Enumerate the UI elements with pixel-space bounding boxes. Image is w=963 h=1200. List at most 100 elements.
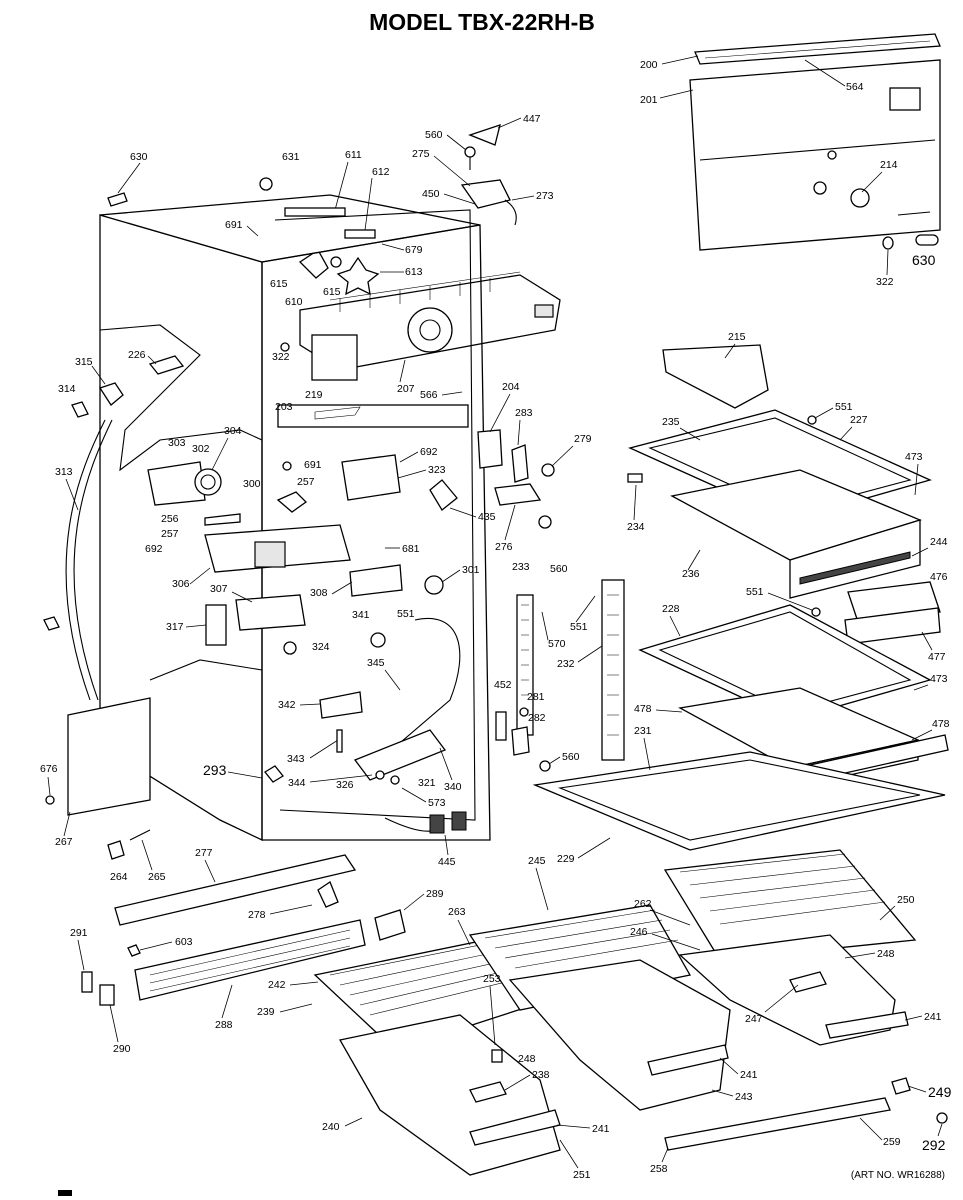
callout-label: 445	[438, 856, 456, 868]
callout-label: 279	[574, 433, 592, 445]
callout-label: 343	[287, 753, 305, 765]
callout-label: 290	[113, 1043, 131, 1055]
callout-label: 251	[573, 1169, 591, 1181]
callout-label: 289	[426, 888, 444, 900]
callout-label: 262	[634, 898, 652, 910]
callout-label: 551	[835, 401, 853, 413]
callout-label: 219	[305, 389, 323, 401]
callout-label: 204	[502, 381, 520, 393]
callout-label: 264	[110, 871, 128, 883]
callout-label: 282	[528, 712, 546, 724]
callout-label: 248	[518, 1053, 536, 1065]
callout-label: 302	[192, 443, 210, 455]
callout-label: 276	[495, 541, 513, 553]
shelf-rails	[495, 579, 625, 772]
callout-label: 301	[462, 564, 480, 576]
callout-label: 300	[243, 478, 261, 490]
callout-label: 304	[224, 425, 242, 437]
callout-label: 242	[268, 979, 286, 991]
callout-label: 291	[70, 927, 88, 939]
callout-label: 692	[145, 543, 163, 555]
base-parts	[81, 829, 406, 1006]
callout-label: 245	[528, 855, 546, 867]
callout-label: 691	[225, 219, 243, 231]
drain-tube	[43, 355, 185, 805]
callout-label: 238	[532, 1069, 550, 1081]
callout-label: 447	[523, 113, 541, 125]
callout-label: 240	[322, 1121, 340, 1133]
callout-label: 551	[746, 586, 764, 598]
callout-label: 676	[40, 763, 58, 775]
callout-label: 253	[483, 973, 501, 985]
callout-label: 288	[215, 1019, 233, 1031]
callout-label: 214	[880, 159, 898, 171]
callout-label: 566	[420, 389, 438, 401]
callout-label: 326	[336, 779, 354, 791]
callout-label: 630	[130, 151, 148, 163]
callout-label: 345	[367, 657, 385, 669]
callout-label: 292	[922, 1137, 946, 1153]
callout-label: 615	[323, 286, 341, 298]
callout-label: 317	[166, 621, 184, 633]
callout-label: 239	[257, 1006, 275, 1018]
callout-label: 275	[412, 148, 430, 160]
callout-label: 340	[444, 781, 462, 793]
callout-label: 435	[478, 511, 496, 523]
callout-label: 308	[310, 587, 328, 599]
callout-label: 631	[282, 151, 300, 163]
hinge-brackets	[477, 429, 555, 529]
art-number: (ART NO. WR16288)	[851, 1170, 945, 1181]
callout-label: 233	[512, 561, 530, 573]
top-liner-panel	[689, 33, 941, 251]
crisper-drawers	[313, 849, 917, 1176]
callout-label: 249	[928, 1084, 952, 1100]
callout-label: 241	[592, 1123, 610, 1135]
callout-label: 341	[352, 609, 370, 621]
callout-label: 256	[161, 513, 179, 525]
control-panel-parts	[147, 461, 351, 655]
callout-label: 313	[55, 466, 73, 478]
callout-label: 235	[662, 416, 680, 428]
callout-label: 229	[557, 853, 575, 865]
callout-label: 273	[536, 190, 554, 202]
callout-label: 226	[128, 349, 146, 361]
cabinet-inner-parts	[264, 404, 469, 834]
callout-label: 611	[345, 149, 362, 161]
callout-label: 293	[203, 762, 227, 778]
callout-label: 321	[418, 777, 436, 789]
callout-label: 691	[304, 459, 322, 471]
callout-label: 473	[905, 451, 923, 463]
callout-label: 248	[877, 948, 895, 960]
callout-label: 560	[550, 563, 568, 575]
callout-label: 246	[630, 926, 648, 938]
callout-label: 227	[850, 414, 868, 426]
refrigerator-cabinet	[67, 194, 491, 842]
callout-label: 560	[425, 129, 443, 141]
callout-label: 603	[175, 936, 193, 948]
bottom-trim	[664, 1077, 948, 1151]
callout-label: 241	[924, 1011, 942, 1023]
callout-label: 344	[288, 777, 306, 789]
callout-label: 342	[278, 699, 296, 711]
callout-label: 278	[248, 909, 266, 921]
callout-label: 258	[650, 1163, 668, 1175]
callout-label: 681	[402, 543, 420, 555]
callout-label: 250	[897, 894, 915, 906]
callout-label: 257	[161, 528, 179, 540]
callout-labels: 200 564 201 214 322 630 447 560 275 273 …	[40, 55, 952, 1181]
callout-label: 244	[930, 536, 948, 548]
callout-label: 570	[548, 638, 566, 650]
callout-label: 247	[745, 1013, 763, 1025]
callout-label: 281	[527, 691, 545, 703]
callout-label: 551	[397, 608, 415, 620]
callout-label: 306	[172, 578, 190, 590]
callout-label: 322	[272, 351, 290, 363]
callout-label: 234	[627, 521, 645, 533]
callout-label: 263	[448, 906, 466, 918]
callout-label: 259	[883, 1136, 901, 1148]
callout-label: 564	[846, 81, 864, 93]
diagram-title: MODEL TBX-22RH-B	[369, 9, 595, 35]
callout-label: 283	[515, 407, 533, 419]
callout-label: 203	[275, 401, 293, 413]
callout-label: 478	[634, 703, 652, 715]
